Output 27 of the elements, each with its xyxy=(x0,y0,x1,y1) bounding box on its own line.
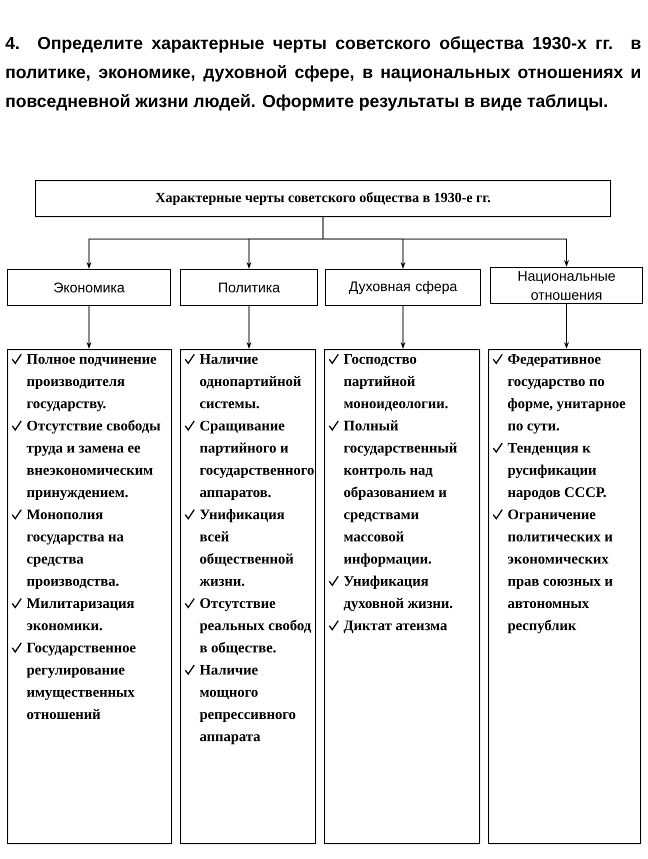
task-text: 4. Определите характерные черты советского общества 1930-х гг. в политике, экономике, духовной сфере, в национальных отношениях и повседневной жизни людей. Оформите результаты в виде таблицы. xyxy=(5,36,641,111)
list-item: Полный государственный контроль над образованием и средствами массовой информации. xyxy=(344,420,457,567)
list-item: Наличие однопартийной системы. xyxy=(200,354,301,408)
category-box: Экономика xyxy=(7,269,171,306)
list-item: Монополия государства на средства производства. xyxy=(26,510,124,589)
list-item: Унификация всей общественной жизни. xyxy=(200,509,294,586)
feature-list-box xyxy=(488,349,642,844)
category-box: Политика xyxy=(180,269,318,306)
list-item: Тенденция к русификации народов СССР. xyxy=(508,442,606,500)
list-item: Ограничение политических и экономических прав союзных и автономных республик xyxy=(508,510,613,634)
list-item: Отсутствие реальных свобод в обществе. xyxy=(200,598,312,655)
feature-list-box xyxy=(324,349,480,844)
list-item: Федеративное государство по форме, унитарное по сути. xyxy=(508,354,626,434)
list-item: Сращивание партийного и государственного аппаратов. xyxy=(200,420,314,500)
feature-list-box xyxy=(180,349,316,844)
list-item: Милитаризация экономики. xyxy=(26,598,134,630)
list-item: Отсутствие свободы труда и замена ее внеэкономическим принуждением. xyxy=(26,420,160,500)
list-item: Наличие мощного репрессивного аппарата xyxy=(200,664,296,744)
list-item: Унификация духовной жизни. xyxy=(344,576,452,612)
list-item: Диктат атеизма xyxy=(344,620,448,634)
list-item: Господство партийной моноидеологии. xyxy=(344,354,448,411)
category-box: Национальные отношения xyxy=(490,267,643,304)
feature-list-box xyxy=(7,349,172,844)
list-item: Государственное регулирование имущественных отношений xyxy=(26,642,136,720)
heading-box: Характерные черты советского общества в 1930-е гг. xyxy=(35,180,612,218)
list-item: Полное подчинение производителя государству. xyxy=(26,354,156,412)
category-box: Духовная сфера xyxy=(325,269,481,306)
